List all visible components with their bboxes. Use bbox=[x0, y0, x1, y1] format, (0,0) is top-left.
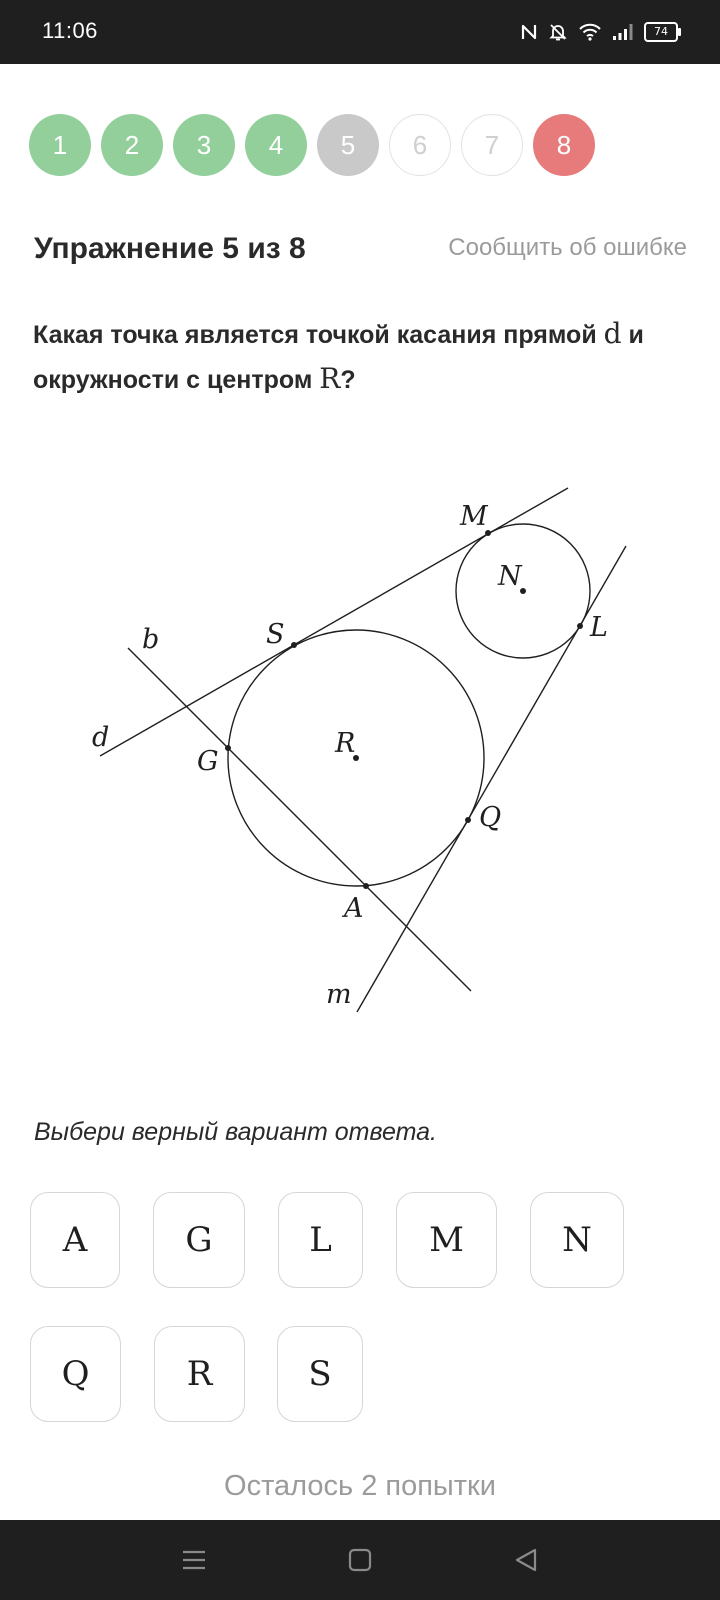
progress-step-1[interactable]: 1 bbox=[29, 114, 91, 176]
label-q: Q bbox=[479, 802, 501, 833]
circle-r bbox=[227, 629, 485, 887]
progress-step-5[interactable]: 5 bbox=[317, 114, 379, 176]
report-error-link[interactable]: Сообщить об ошибке bbox=[448, 234, 687, 261]
answer-option-s[interactable]: S bbox=[277, 1326, 363, 1422]
point-l bbox=[577, 623, 583, 629]
label-s: S bbox=[266, 619, 285, 650]
label-l: L bbox=[589, 612, 608, 643]
geometry-diagram: M N L S R G Q A b d m bbox=[92, 487, 627, 1013]
question-part: Какая точка является точкой касания прям… bbox=[33, 321, 604, 349]
signal-icon bbox=[612, 23, 634, 41]
label-m-line: m bbox=[326, 979, 352, 1010]
answer-option-n[interactable]: N bbox=[530, 1192, 624, 1288]
status-bar: 11:06 74 bbox=[0, 0, 720, 64]
progress-step-6[interactable]: 6 bbox=[389, 114, 451, 176]
answer-option-r[interactable]: R bbox=[154, 1326, 245, 1422]
question-part: ? bbox=[340, 366, 356, 394]
label-r: R bbox=[334, 728, 355, 759]
status-icons: 74 bbox=[520, 18, 681, 46]
label-g: G bbox=[197, 746, 219, 777]
answer-option-l[interactable]: L bbox=[278, 1192, 363, 1288]
attempts-remaining: Осталось 2 попытки bbox=[224, 1470, 496, 1502]
progress-step-3[interactable]: 3 bbox=[173, 114, 235, 176]
battery-icon: 74 bbox=[644, 22, 681, 42]
point-a bbox=[363, 883, 369, 889]
menu-icon[interactable] bbox=[174, 1540, 214, 1580]
question-variable: R bbox=[319, 362, 341, 395]
status-time: 11:06 bbox=[42, 18, 98, 43]
line-b bbox=[127, 647, 472, 992]
bell-muted-icon bbox=[548, 22, 568, 42]
circle-n bbox=[455, 523, 591, 659]
answer-option-a[interactable]: A bbox=[30, 1192, 120, 1288]
point-s bbox=[291, 642, 297, 648]
progress-step-8[interactable]: 8 bbox=[533, 114, 595, 176]
back-triangle-icon[interactable] bbox=[506, 1540, 546, 1580]
progress-step-7[interactable]: 7 bbox=[461, 114, 523, 176]
wifi-icon bbox=[578, 22, 602, 42]
label-n: N bbox=[497, 561, 523, 592]
nfc-icon bbox=[520, 22, 538, 42]
point-n bbox=[520, 588, 526, 594]
label-a: A bbox=[341, 893, 364, 924]
point-q bbox=[465, 817, 471, 823]
answer-option-g[interactable]: G bbox=[153, 1192, 245, 1288]
system-nav-bar bbox=[0, 1520, 720, 1600]
progress-step-4[interactable]: 4 bbox=[245, 114, 307, 176]
answer-option-q[interactable]: Q bbox=[30, 1326, 121, 1422]
question-text: Какая точка является точкой касания прям… bbox=[33, 312, 693, 402]
answer-option-m[interactable]: M bbox=[396, 1192, 497, 1288]
progress-step-2[interactable]: 2 bbox=[101, 114, 163, 176]
exercise-title: Упражнение 5 из 8 bbox=[34, 232, 306, 265]
point-g bbox=[225, 745, 231, 751]
home-square-icon[interactable] bbox=[340, 1540, 380, 1580]
point-r bbox=[353, 755, 359, 761]
label-d: d bbox=[92, 722, 109, 753]
answer-instruction: Выбери верный вариант ответа. bbox=[34, 1118, 437, 1146]
point-m bbox=[485, 530, 491, 536]
label-m: M bbox=[459, 501, 489, 532]
label-b: b bbox=[142, 624, 159, 655]
question-variable: d bbox=[603, 317, 622, 350]
question-part: и окружности с центром bbox=[33, 321, 644, 394]
